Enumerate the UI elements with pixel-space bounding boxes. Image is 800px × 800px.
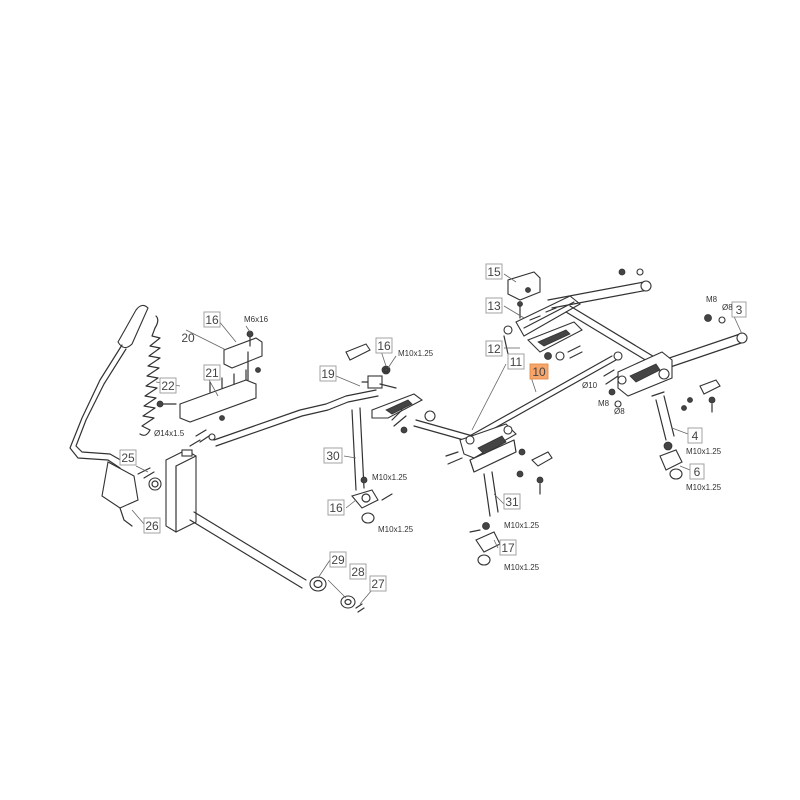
- callout-27[interactable]: 27: [369, 575, 387, 592]
- return-spring: [139, 315, 161, 436]
- callout-25[interactable]: 25: [119, 449, 137, 466]
- callout-10[interactable]: 10: [529, 363, 549, 380]
- pivot-column: [165, 449, 197, 533]
- callout-19-label: 16: [205, 313, 219, 327]
- spec-m10-lower-b: M10x1.25: [504, 563, 540, 572]
- callout-28-label: 28: [351, 565, 365, 579]
- upper-lift-arm: [503, 268, 667, 371]
- callout-30[interactable]: 30: [323, 447, 343, 464]
- callout-13[interactable]: 13: [485, 297, 503, 314]
- spec-m10-right-upper: M10x1.25: [686, 447, 722, 456]
- callout-22-label: 22: [161, 379, 175, 393]
- callouts: 16 20 21 22 25 26 29 28: [119, 263, 747, 592]
- callout-27-label: 27: [371, 577, 385, 591]
- center-bracket: [445, 423, 553, 566]
- callout-12[interactable]: 12: [485, 340, 503, 357]
- callout-19[interactable]: 16: [203, 311, 221, 328]
- right-lift-arm: [603, 314, 748, 480]
- callout-31-label: 31: [505, 495, 519, 509]
- spec-m10-lower-a: M10x1.25: [504, 521, 540, 530]
- callout-3-label: 3: [736, 303, 743, 317]
- callout-21-label: 21: [205, 366, 219, 380]
- spec-m8-mid: M8: [598, 399, 610, 408]
- callout-16-upper-label: 16: [377, 339, 391, 353]
- callout-6[interactable]: 6: [689, 463, 705, 480]
- callout-21[interactable]: 21: [203, 364, 221, 381]
- callout-15[interactable]: 15: [485, 263, 503, 280]
- callout-28[interactable]: 28: [349, 563, 367, 580]
- spec-d14x15: Ø14x1.5: [154, 429, 185, 438]
- leader-lines: [131, 273, 743, 605]
- callout-20-label: 20: [181, 331, 195, 345]
- callout-16-lower[interactable]: 17: [499, 539, 517, 556]
- callout-16-upper[interactable]: 16: [375, 337, 393, 354]
- spec-d10: Ø10: [582, 381, 598, 390]
- spec-m10-center-a: M10x1.25: [372, 473, 408, 482]
- callout-11-label: 11: [510, 355, 523, 369]
- callout-13-label: 13: [487, 299, 501, 313]
- callout-10-label: 10: [532, 365, 546, 379]
- link-rod: [213, 389, 379, 447]
- callout-4[interactable]: 4: [687, 427, 703, 444]
- callout-6-label: 6: [694, 465, 701, 479]
- pedal-lever-assembly: [69, 304, 162, 527]
- callout-11[interactable]: 11: [507, 353, 525, 370]
- callout-26-label: 26: [145, 519, 159, 533]
- callout-29[interactable]: 29: [329, 551, 347, 568]
- callout-17[interactable]: 19: [319, 365, 337, 382]
- callout-17-label: 19: [321, 367, 335, 381]
- callout-31[interactable]: 31: [503, 493, 521, 510]
- callout-30-label: 30: [326, 449, 340, 463]
- callout-16-lower-label: 17: [501, 541, 515, 555]
- spec-m10-upper: M10x1.25: [398, 349, 434, 358]
- spec-m6x16: M6x16: [244, 315, 269, 324]
- callout-25-label: 25: [121, 451, 135, 465]
- callout-22[interactable]: 22: [159, 377, 177, 394]
- spec-m10-center-b: M10x1.25: [378, 525, 414, 534]
- callout-3[interactable]: 3: [731, 301, 747, 318]
- spec-d8-mid: Ø8: [614, 407, 625, 416]
- callout-20[interactable]: 20: [181, 331, 195, 345]
- main-cross-shaft: [189, 511, 365, 613]
- callout-16-left[interactable]: 16: [327, 499, 345, 516]
- callout-15-label: 15: [487, 265, 501, 279]
- spec-m10-right-lower: M10x1.25: [686, 483, 722, 492]
- callout-26[interactable]: 26: [143, 517, 161, 534]
- spec-m8-top: M8: [706, 295, 718, 304]
- spec-d8-top: Ø8: [722, 303, 733, 312]
- callout-29-label: 29: [331, 553, 345, 567]
- callout-16-left-label: 16: [329, 501, 343, 515]
- center-lever-plate: [345, 343, 436, 524]
- callout-4-label: 4: [692, 429, 699, 443]
- spec-labels: M6x16 M10x1.25 M8 Ø8 Ø10 M8 Ø8 M10x1.25 …: [154, 295, 733, 572]
- spring-bracket: [156, 330, 263, 447]
- callout-12-label: 12: [487, 342, 501, 356]
